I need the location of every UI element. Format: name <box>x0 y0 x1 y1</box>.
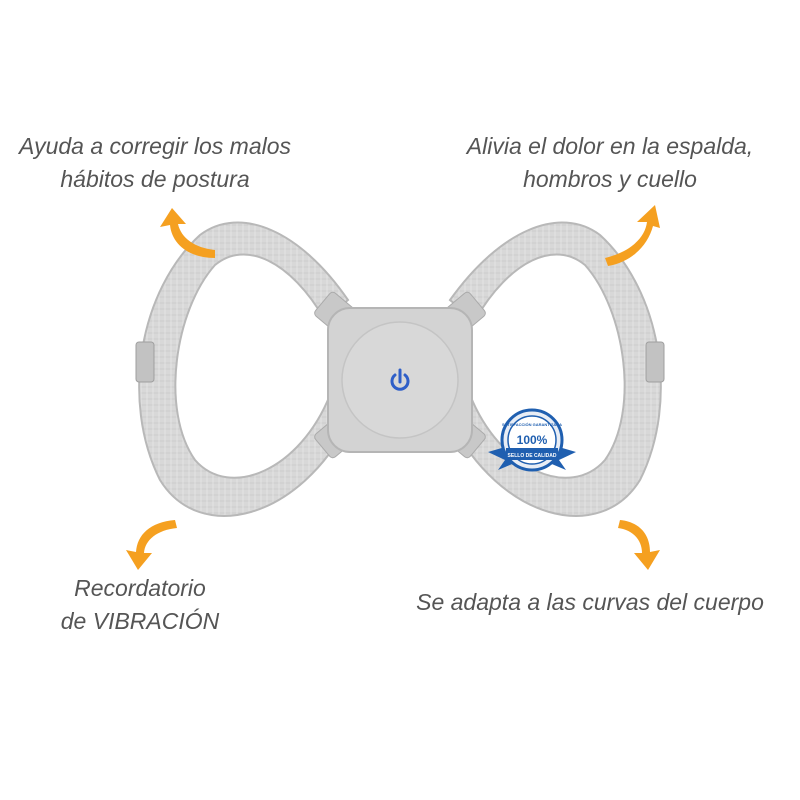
caption-body-fit: Se adapta a las curvas del cuerpo <box>416 589 764 615</box>
caption-vibration-reminder: Recordatorio de VIBRACIÓN <box>60 575 220 634</box>
badge-ribbon-text: SELLO DE CALIDAD <box>508 453 557 459</box>
caption-posture-habits: Ayuda a corregir los malos hábitos de po… <box>18 133 292 192</box>
caption-pain-relief: Alivia el dolor en la espalda, hombros y… <box>466 133 754 192</box>
power-icon <box>390 368 410 391</box>
right-buckle <box>645 341 665 383</box>
left-buckle <box>135 341 155 383</box>
badge-arc-text: SATISFACCIÓN GARANTIZADA <box>502 422 562 427</box>
quality-seal-badge: 100% SATISFACCIÓN GARANTIZADA SELLO DE C… <box>488 408 576 472</box>
left-strap <box>138 221 352 517</box>
badge-percent: 100% <box>517 433 548 447</box>
curved-arrow-icon <box>126 205 660 570</box>
right-strap <box>448 221 662 517</box>
